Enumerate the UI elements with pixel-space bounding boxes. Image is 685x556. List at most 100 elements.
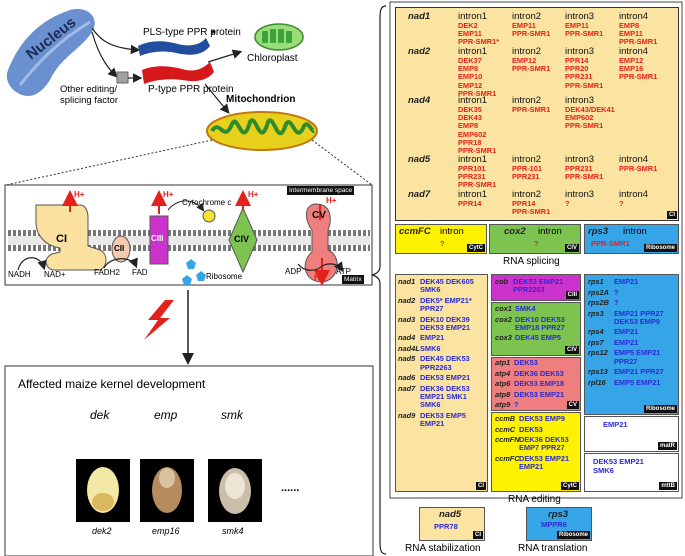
splicing-factor: EMP8 (458, 121, 479, 131)
editing-mttb-text2: SMK6 (593, 466, 614, 475)
splicing-factor: DEK2 (458, 21, 478, 30)
kernel-smk-name: smk (221, 408, 243, 422)
splicing-ccmfc-gene: ccmFC (399, 226, 431, 237)
editing-factor: EMP18 PPR27 (515, 322, 565, 332)
splicing-factor: PPR-SMR1 (512, 29, 551, 39)
splicing-factor: PPR-SMR1 (619, 72, 658, 82)
editing-gene: nad4L (398, 343, 420, 353)
splicing-intron-label: intron4 (619, 154, 649, 165)
editing-mttb-tag: mttB (659, 482, 677, 490)
splicing-factor: PPR14 (512, 199, 536, 208)
translation-protein: MPPR6 (541, 520, 567, 529)
splicing-factor: PPR-SMR1 (458, 88, 497, 98)
editing-ribosome-cell: Ribosome (584, 274, 679, 415)
editing-factor: PPR2263 (420, 362, 452, 372)
editing-gene: nad1 (398, 277, 416, 286)
ci-label: CI (56, 233, 67, 245)
fad-label: FAD (132, 268, 148, 277)
splicing-factor: PPR-101 (512, 164, 542, 173)
editing-factor: DEK53 EMP21 (513, 277, 564, 286)
editing-gene: ccmC (495, 424, 516, 434)
splicing-factor: ? (565, 199, 570, 208)
intermembrane-label: Intermembrane space (287, 186, 355, 195)
editing-factor: DEK53 EMP21 (420, 322, 471, 332)
splicing-intron-label: intron4 (619, 189, 649, 200)
editing-mttb-cell: DEK53 EMP21 SMK6 mttB (584, 453, 679, 492)
adp-label: ADP (285, 267, 302, 276)
editing-gene: rps2A (588, 287, 609, 297)
right-bracket (371, 5, 387, 555)
editing-factor: DEK45 DEK53 (420, 354, 470, 364)
splicing-factor: EMP11 (458, 29, 482, 39)
splicing-rps3-cell: rps3 intron PPR-SMR1 Ribosome (584, 224, 679, 254)
editing-gene: nad4 (398, 333, 416, 343)
editing-factor: ? (614, 298, 619, 307)
splicing-factor: PPR18 (458, 137, 482, 147)
splicing-ccmfc-tag: CytC (466, 244, 485, 252)
splicing-intron-label: intron3 (565, 46, 595, 57)
splicing-cox2-value: ? (534, 239, 539, 248)
splicing-factor: EMP8 (619, 21, 640, 30)
editing-factor: EMP21 (519, 462, 544, 472)
editing-gene: cox1 (495, 304, 512, 313)
hplus-ciii: H+ (163, 190, 174, 199)
ribosome-pentagons (182, 259, 206, 285)
editing-matr-text: EMP21 (603, 420, 628, 429)
cytochrome-c-label: Cytochrome c (182, 198, 232, 207)
pls-ppr-label: PLS-type PPR protein (143, 27, 241, 38)
editing-factor: EMP21 (420, 419, 445, 429)
editing-cv-cell: CV (491, 357, 581, 411)
atp-label: ATP (336, 267, 351, 276)
editing-factor: DEK53 EMP9 (519, 414, 566, 423)
editing-gene: rps1 (588, 277, 604, 286)
splicing-intron-label: intron3 (565, 95, 595, 106)
splicing-ccmfc-value: ? (440, 239, 445, 248)
splicing-intron-label: intron1 (458, 11, 488, 22)
editing-factor: DEK10 DEK39 (420, 314, 470, 324)
editing-factor: EMP21 PPR27 (614, 308, 664, 318)
editing-factor: SMK6 (420, 343, 441, 353)
splicing-row-gene: nad4 (408, 95, 431, 106)
splicing-factor: PPR-SMR1 (565, 80, 604, 90)
splicing-rps3-value: PPR-SMR1 (591, 239, 630, 248)
splicing-factor: PPR-SMR1 (565, 172, 604, 182)
editing-ciii-tag: CIII (565, 291, 579, 299)
ciii-label: CIII (151, 234, 164, 243)
splicing-factor: PPR231 (565, 72, 593, 82)
splicing-ccmfc-cell: ccmFC intron ? CytC (395, 224, 487, 254)
nadh-label: NADH (8, 270, 31, 279)
splicing-factor: EMP602 (458, 129, 487, 139)
editing-gene: atp6 (495, 379, 511, 388)
splicing-factor: PPR14 (565, 56, 589, 65)
other-factor-label: Other editing/ splicing factor (60, 84, 119, 106)
splicing-ci-tag: CI (667, 211, 677, 219)
kernel-dek-name: dek (90, 408, 110, 422)
editing-factor: DEK45 DEK605 (420, 277, 474, 286)
splicing-intron-label: intron1 (458, 95, 488, 106)
splicing-factor: PPR-SMR1 (565, 121, 604, 131)
editing-matr-tag: matR (657, 442, 677, 450)
editing-gene: rps7 (588, 337, 604, 347)
stabilization-tag: CI (473, 531, 483, 539)
editing-gene: atp4 (495, 368, 511, 378)
splicing-factor: EMP11 (619, 29, 643, 39)
editing-factor: DEK45 EMP5 (515, 333, 562, 343)
editing-gene: rpl16 (588, 377, 606, 387)
splicing-cox2-tag: CIV (564, 244, 579, 252)
splicing-factor: EMP11 (512, 21, 536, 30)
splicing-factor: PPR14 (458, 199, 482, 208)
splicing-factor: DEK37 (458, 56, 482, 65)
matrix-label: Matrix (342, 275, 364, 284)
editing-factor: DEK36 DEK53 (420, 383, 470, 393)
lightning-bolt (144, 300, 174, 340)
cv-label: CV (312, 210, 326, 221)
splicing-intron-label: intron3 (565, 11, 595, 22)
pls-ppr-star: * (211, 27, 216, 41)
splicing-row-gene: nad1 (408, 11, 431, 22)
editing-factor: DEK53 EMP9 (614, 316, 661, 326)
editing-factor: EMP21 (614, 337, 639, 347)
stabilization-gene: nad5 (439, 509, 462, 520)
editing-factor: DEK53 (519, 424, 543, 434)
splicing-row-gene: nad2 (408, 46, 431, 57)
editing-gene: nad9 (398, 410, 416, 420)
